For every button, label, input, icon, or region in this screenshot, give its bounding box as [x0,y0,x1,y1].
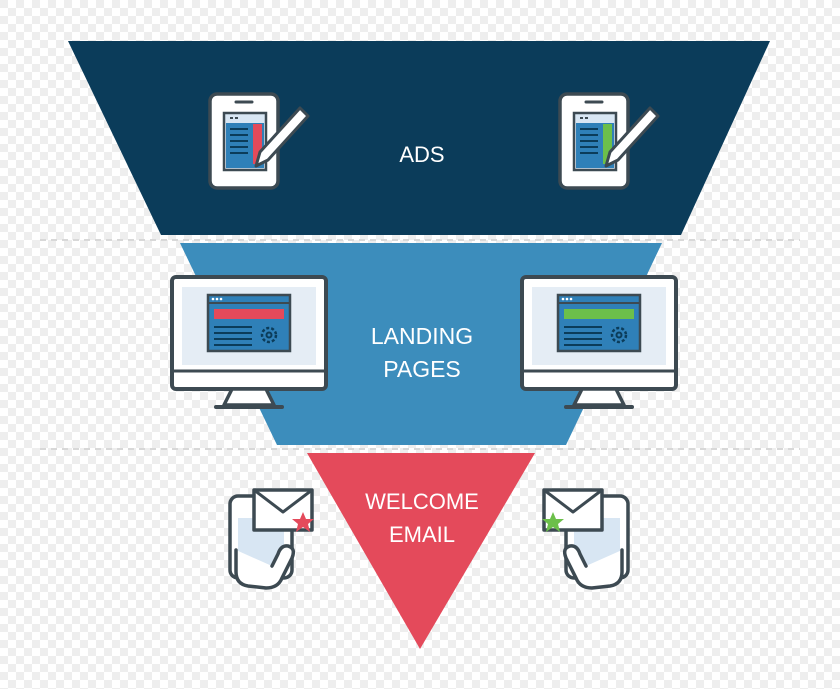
tablet-pen-icon-left [208,92,310,190]
label-landing-line-1: LANDING [371,323,473,349]
monitor-icon-left [170,275,328,409]
label-landing-line-2: PAGES [383,356,461,382]
label-ads: ADS [399,142,444,167]
label-welcome-line-1: WELCOME [365,489,479,514]
monitor-icon-right [520,275,678,409]
phone-email-star-icon-left [228,488,314,590]
label-welcome-line-2: EMAIL [389,522,455,547]
tier-ads [68,41,770,235]
phone-email-star-icon-right [542,488,630,590]
tier-welcome-email [307,453,535,649]
tablet-pen-icon-right [558,92,660,190]
